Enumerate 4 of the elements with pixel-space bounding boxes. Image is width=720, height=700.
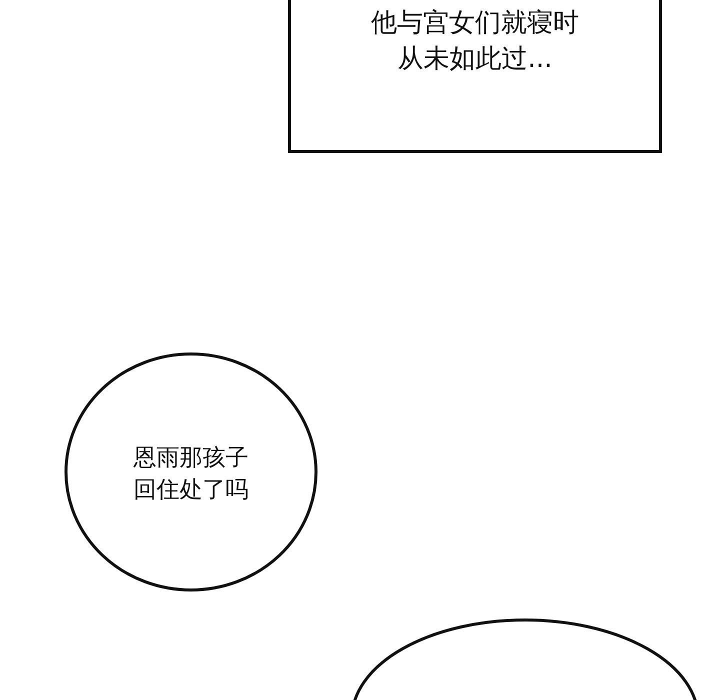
dialogue-text: 他与宫女们就寝时从未如此过... — [370, 7, 580, 76]
caption-box — [288, 0, 662, 153]
speech-bubble — [64, 352, 318, 592]
dialogue-text: 恩雨那孩子回住处了吗 — [132, 444, 250, 506]
